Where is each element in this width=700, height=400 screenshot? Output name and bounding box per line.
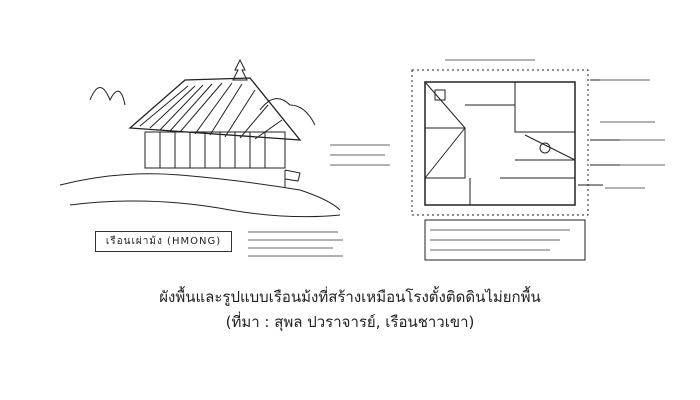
house-label: เรือนเผ่าม้ง (HMONG) [95, 231, 232, 252]
tree-sketch [232, 58, 248, 81]
wall [144, 131, 286, 169]
plan-outline [411, 69, 589, 216]
floor-plan [424, 81, 576, 206]
caption-source: (ที่มา : สุพล ปวราจารย์, เรือนชาวเขา) [225, 313, 475, 331]
roof [128, 77, 302, 141]
flag [284, 169, 301, 188]
notes-box [424, 219, 586, 261]
caption-title: ผังพื้นและรูปแบบเรือนม้งที่สร้างเหมือนโร… [159, 288, 541, 306]
